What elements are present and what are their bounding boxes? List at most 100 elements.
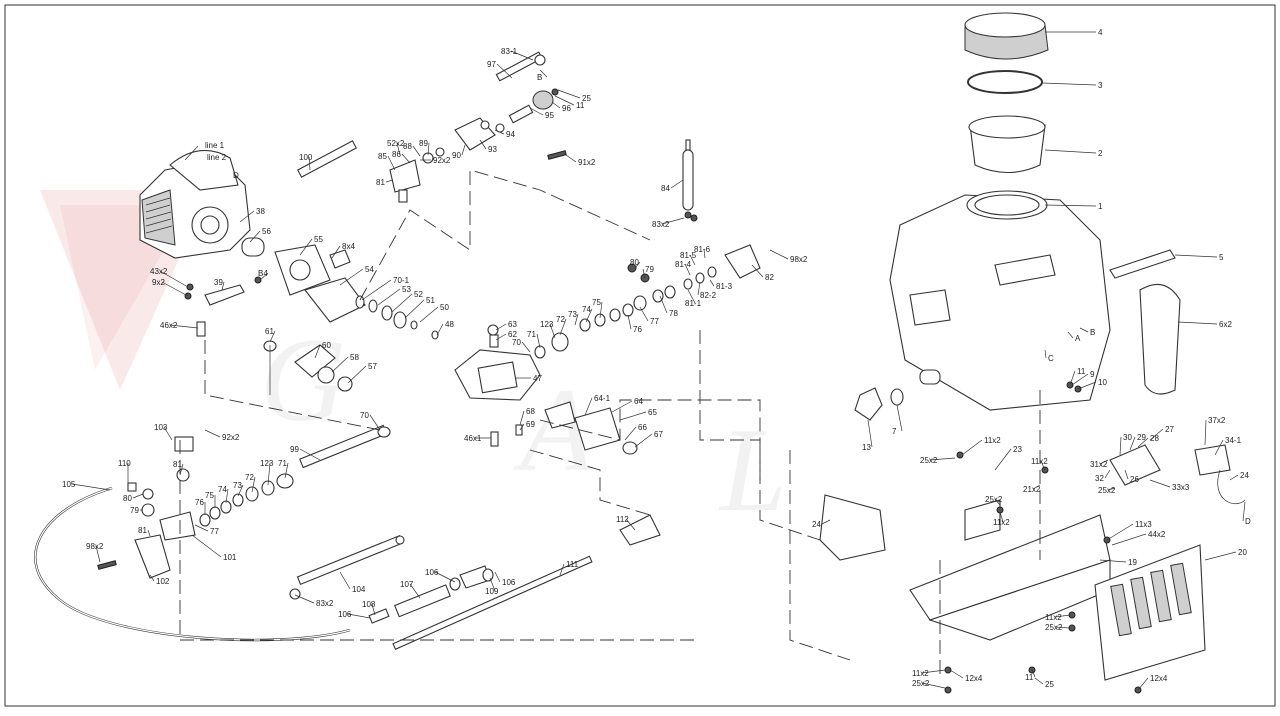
callout-leader-p11e [999,511,1004,523]
callout-label-p71b: 71 [278,459,287,468]
callout-label-p111: 111 [566,560,579,569]
callout-leader-p10 [1077,381,1097,390]
callout-label-p30: 30 [1123,433,1132,442]
callout-label-p815: 81-5 [680,251,697,260]
callout-leader-p81a [385,179,394,183]
callout-leader-p12 [949,669,964,679]
callout-label-p12b: 12x4 [1150,674,1168,683]
callout-leader-p103 [163,426,173,441]
callout-label-p25g: 25 [1045,680,1054,689]
callout-label-p26: 26 [1130,475,1139,484]
callout-label-p90: 90 [452,151,461,160]
callout-leader-p90 [461,144,466,156]
callout-label-p71a: 71 [527,330,536,339]
callout-label-p11i: 11 [1025,673,1034,682]
callout-label-p76b: 76 [195,498,204,507]
callout-label-p86: 86 [392,150,401,159]
callout-leader-p11i [1031,669,1036,678]
callout-label-p1: 1 [1098,202,1103,211]
callout-label-p60: 60 [322,341,331,350]
callout-leader-p19 [1099,559,1127,563]
callout-label-p80b: 80 [123,494,132,503]
callout-leader-p25g [1034,677,1044,685]
callout-leader-p95 [529,107,544,116]
callout-leader-p80b [132,493,144,499]
callout-leader-pB3 [1079,327,1089,333]
callout-leader-p83a [294,594,315,604]
callout-leader-p88 [412,145,421,157]
callout-label-p84: 84 [661,184,670,193]
callout-label-p82: 82 [765,273,774,282]
callout-label-p3: 3 [1098,81,1103,90]
callout-label-p101: 101 [223,553,237,562]
callout-leader-p9 [1071,373,1089,386]
callout-leader-p37 [1204,419,1207,446]
callout-label-p13: 13 [862,443,871,452]
callout-leader-p92a [204,429,221,438]
callout-leader-p73b [237,484,244,497]
callout-leader-p71a [536,333,541,349]
callout-leader-p21 [1032,484,1041,490]
callout-label-p73a: 73 [568,310,577,319]
callout-label-p4: 4 [1098,28,1103,37]
callout-label-p39: 39 [214,278,223,287]
callout-leader-p84 [670,179,684,189]
callout-leader-p72a [559,318,567,336]
callout-label-p701: 70-1 [393,276,410,285]
callout-label-p822: 82-2 [700,291,717,300]
callout-leader-p13 [867,419,873,448]
callout-leader-p26 [1124,469,1129,480]
callout-label-p19: 19 [1128,558,1137,567]
callout-label-p68: 68 [526,407,535,416]
callout-label-p37: 37x2 [1208,416,1226,425]
callout-label-pD: D [1245,517,1251,526]
callout-label-p93: 93 [488,145,497,154]
callout-label-p81b: 81 [173,460,182,469]
callout-leader-p25f [1107,487,1116,491]
callout-leader-p29 [1129,436,1136,451]
callout-leader-p111 [559,563,565,576]
callout-leader-p57 [347,365,367,384]
callout-leader-p75a [599,301,603,319]
callout-label-p25h: 25 [582,94,591,103]
callout-label-p52: 52 [414,290,423,299]
callout-label-p123a: 123 [540,320,554,329]
callout-leader-p86 [401,153,411,164]
lower-left-assembly [34,424,391,642]
callout-leader-p39 [221,281,225,291]
callout-leader-p814 [684,263,691,276]
callout-label-p33: 33x3 [1172,483,1190,492]
callout-label-p47: 47 [533,374,542,383]
callout-label-p109: 109 [485,587,499,596]
callout-label-p61: 61 [265,327,274,336]
callout-leader-p641 [584,397,593,416]
tank-assembly [854,12,1181,421]
callout-leader-p99 [299,448,321,461]
engine-assembly: line 1 line 2 D [139,141,251,259]
callout-label-p104: 104 [352,585,366,594]
callout-label-p9: 9 [1090,370,1095,379]
callout-label-pA: A [1075,334,1081,343]
callout-leader-p73a [574,313,579,326]
callout-label-p102: 102 [156,577,170,586]
callout-label-p55: 55 [314,235,323,244]
callout-leader-p11c [961,439,983,456]
callout-leader-p25d [1054,626,1071,629]
callout-leader-p54 [339,268,364,286]
callout-label-p46b: 46x1 [464,434,482,443]
callout-leader-p62 [495,333,507,341]
callout-label-p11h: 11x2 [912,669,929,678]
callout-leader-p27 [1149,428,1164,441]
callout-label-p94: 94 [506,130,515,139]
callout-leader-p79a [642,268,646,279]
callout-label-p52x2: 52x2 [387,139,405,148]
callout-label-pB2: B4 [258,269,268,278]
callout-label-p53: 53 [402,285,411,294]
callout-leader-p12b [1137,677,1149,691]
callout-label-p25c: 25x2 [985,495,1003,504]
callout-label-p58: 58 [350,353,359,362]
callout-leader-p20 [1204,551,1237,561]
callout-label-pB1: B [537,73,542,82]
callout-leader-p94 [494,129,505,135]
callout-leader-p5 [1174,254,1218,258]
